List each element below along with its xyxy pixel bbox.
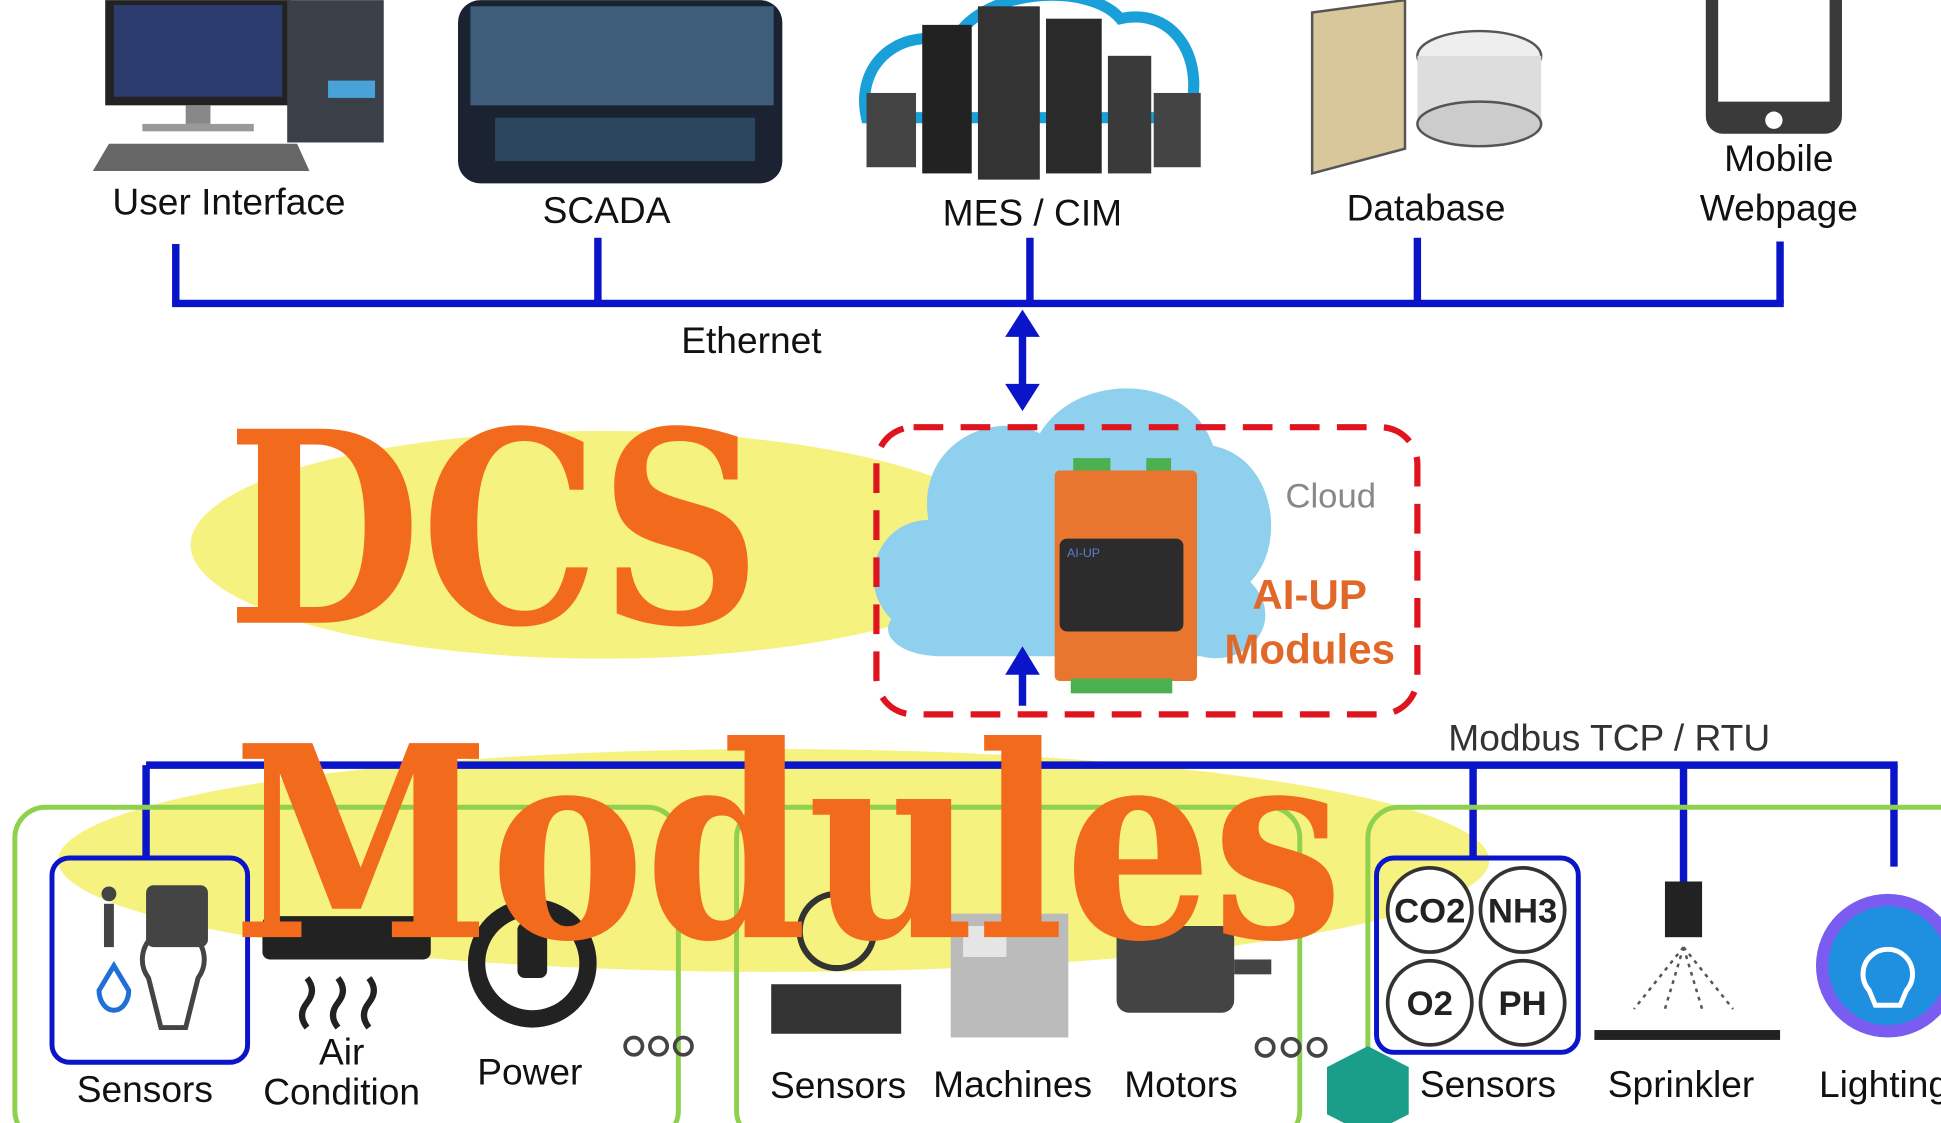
title-line-1: DCS [227, 373, 762, 686]
ai-up-module-device: AI-UP [1054, 458, 1198, 694]
gas-sensors: CO2 NH3 O2 PH [1385, 866, 1567, 1047]
gas-sensor-box [1374, 855, 1581, 1055]
control-room-icon [458, 0, 783, 184]
machine-icon [950, 913, 1069, 1038]
top-node-labels: User Interface SCADA MES / CIM Database … [112, 137, 1858, 233]
device-label-sensors: Sensors [1420, 1063, 1556, 1105]
device-label-condition: Condition [263, 1070, 420, 1112]
gas-co2: CO2 [1394, 892, 1465, 930]
label-mes-cim: MES / CIM [943, 191, 1122, 233]
gas-ph: PH [1499, 985, 1547, 1023]
cloud-label: Cloud [1285, 478, 1376, 516]
server-cloud-icon [859, 0, 1201, 180]
arrow-down-icon [1005, 383, 1040, 412]
device-group-2 [734, 804, 1303, 1123]
database-icon [1310, 0, 1543, 176]
label-database: Database [1347, 186, 1506, 228]
smartphone-icon [1705, 0, 1842, 134]
motor-icon [1116, 926, 1272, 1013]
more-dots-icon[interactable] [623, 1035, 1328, 1058]
gas-nh3: NH3 [1488, 892, 1557, 930]
label-scada: SCADA [543, 189, 671, 231]
module-brand: AI-UP [1067, 546, 1100, 560]
device-label-lighting: Lighting [1819, 1063, 1941, 1105]
module-label-line1: AI-UP [1252, 571, 1367, 618]
device-group-1 [12, 804, 681, 1123]
module-label-line2: Modules [1224, 626, 1395, 673]
bottom-device-labels: Sensors Air Condition Power Sensors Mach… [77, 1031, 1941, 1113]
dashed-module-boundary [873, 424, 1421, 718]
ethernet-label: Ethernet [681, 319, 822, 361]
device-label-air: Air [319, 1031, 364, 1073]
arrow-up-icon [1005, 309, 1040, 337]
lighting-bulb-icon [1815, 893, 1941, 1038]
device-label-motors: Motors [1124, 1063, 1237, 1105]
sprinkler-icon [1594, 881, 1781, 1040]
arrow-up-icon [1005, 646, 1040, 675]
device-label-machines: Machines [933, 1063, 1092, 1105]
label-mobile: Mobile [1724, 137, 1833, 179]
hexagon-badge-icon [1327, 1046, 1409, 1123]
modbus-label: Modbus TCP / RTU [1448, 716, 1770, 758]
label-user-interface: User Interface [112, 180, 345, 222]
gas-o2: O2 [1407, 985, 1453, 1023]
device-label-sensors: Sensors [770, 1064, 906, 1106]
computer-icon [92, 0, 384, 171]
title-line-2: Modules [233, 687, 1343, 1000]
highlight-ellipse-1 [190, 430, 1016, 659]
ethernet-bus [172, 237, 1784, 391]
env-sensor-box [49, 855, 251, 1065]
device-label-sprinkler: Sprinkler [1608, 1063, 1755, 1105]
modbus-bus [142, 761, 1898, 882]
label-webpage: Webpage [1700, 186, 1858, 228]
device-group-3 [1365, 804, 1941, 1123]
device-label-power: Power [477, 1051, 582, 1093]
device-label-sensors: Sensors [77, 1068, 213, 1110]
env-sensor-icons [96, 885, 208, 1031]
air-conditioner-icon [262, 916, 431, 1030]
power-plug-icon [467, 898, 597, 1028]
flow-meter-icon [771, 890, 902, 1034]
